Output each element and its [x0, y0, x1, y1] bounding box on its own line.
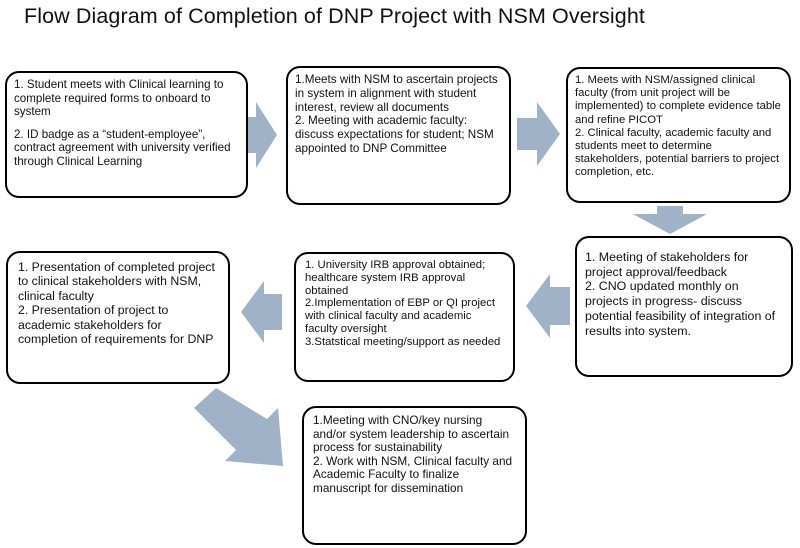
step-2-item-2: 2. Meeting with academic faculty: discus…: [295, 114, 494, 155]
step-5-item-3: 3.Statstical meeting/support as needed: [305, 335, 501, 348]
step-6-item-1: 1. Presentation of completed project to …: [18, 260, 215, 303]
step-3-item-1: 1. Meets with NSM/assigned clinical facu…: [575, 74, 781, 126]
step-4-item-1: 1. Meeting of stakeholders for project a…: [585, 250, 749, 279]
step-box-4: 1. Meeting of stakeholders for project a…: [575, 236, 793, 377]
arrow-diagonal: [194, 388, 283, 466]
arrow-down-1: [633, 206, 707, 234]
arrow-left-2: [241, 281, 282, 343]
step-box-7: 1.Meeting with CNO/key nursing and/or sy…: [302, 406, 527, 545]
step-7-item-2: 2. Work with NSM, Clinical faculty and A…: [313, 453, 513, 495]
step-1-item-2: 2. ID badge as a “student-employee”, con…: [14, 127, 231, 168]
step-5-item-2: 2.Implementation of EBP or QI project wi…: [305, 297, 496, 335]
diagram-title: Flow Diagram of Completion of DNP Projec…: [24, 4, 645, 28]
step-3-item-2: 2. Clinical faculty, academic faculty an…: [575, 126, 780, 179]
step-box-1: 1. Student meets with Clinical learning …: [5, 71, 248, 198]
step-7-item-1: 1.Meeting with CNO/key nursing and/or sy…: [313, 413, 510, 455]
step-2-item-1: 1.Meets with NSM to ascertain projects i…: [295, 73, 498, 114]
step-box-5: 1. University IRB approval obtained; hea…: [294, 252, 515, 382]
step-box-6: 1. Presentation of completed project to …: [6, 251, 230, 384]
step-box-3: 1. Meets with NSM/assigned clinical facu…: [566, 67, 791, 203]
arrow-right-2: [517, 102, 560, 166]
arrow-left-1: [526, 274, 570, 338]
step-box-2: 1.Meets with NSM to ascertain projects i…: [286, 66, 511, 205]
step-6-item-2: 2. Presentation of project to academic s…: [18, 303, 214, 347]
step-5-item-1: 1. University IRB approval obtained; hea…: [305, 259, 486, 297]
step-4-item-2: 2. CNO updated monthly on projects in pr…: [585, 279, 776, 338]
step-1-item-1: 1. Student meets with Clinical learning …: [14, 78, 224, 119]
